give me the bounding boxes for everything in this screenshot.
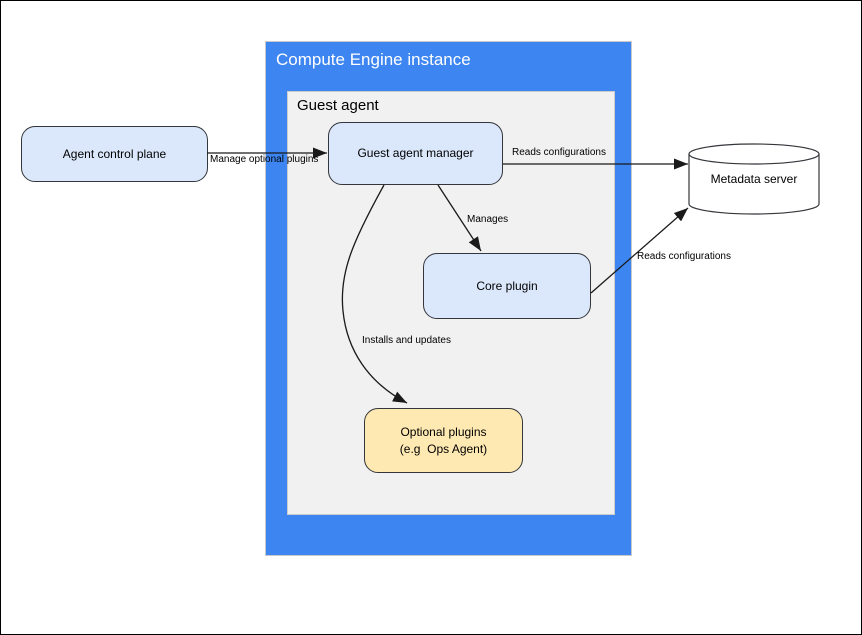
edge-label-core-reads-configurations: Reads configurations — [637, 251, 731, 262]
guest-agent-title: Guest agent — [297, 97, 379, 114]
metadata-server-label: Metadata server — [710, 172, 798, 186]
edge-label-manager-reads-configurations: Reads configurations — [512, 147, 606, 158]
optional-plugins-node: Optional plugins (e.g Ops Agent) — [364, 408, 523, 473]
guest-agent-manager-label: Guest agent manager — [357, 146, 474, 160]
edge-label-installs-and-updates: Installs and updates — [362, 335, 451, 346]
edge-label-manage-optional-plugins: Manage optional plugins — [210, 154, 319, 165]
core-plugin-label: Core plugin — [476, 278, 538, 293]
optional-plugins-label-line2: (e.g Ops Agent) — [399, 441, 488, 456]
guest-agent-manager-node: Guest agent manager — [328, 122, 503, 185]
agent-control-plane-node: Agent control plane — [21, 126, 208, 182]
compute-engine-instance-title: Compute Engine instance — [276, 50, 471, 69]
optional-plugins-label-line1: Optional plugins — [400, 424, 487, 439]
core-plugin-node: Core plugin — [423, 253, 591, 319]
agent-control-plane-label: Agent control plane — [62, 146, 167, 161]
edge-label-manages: Manages — [467, 214, 509, 225]
